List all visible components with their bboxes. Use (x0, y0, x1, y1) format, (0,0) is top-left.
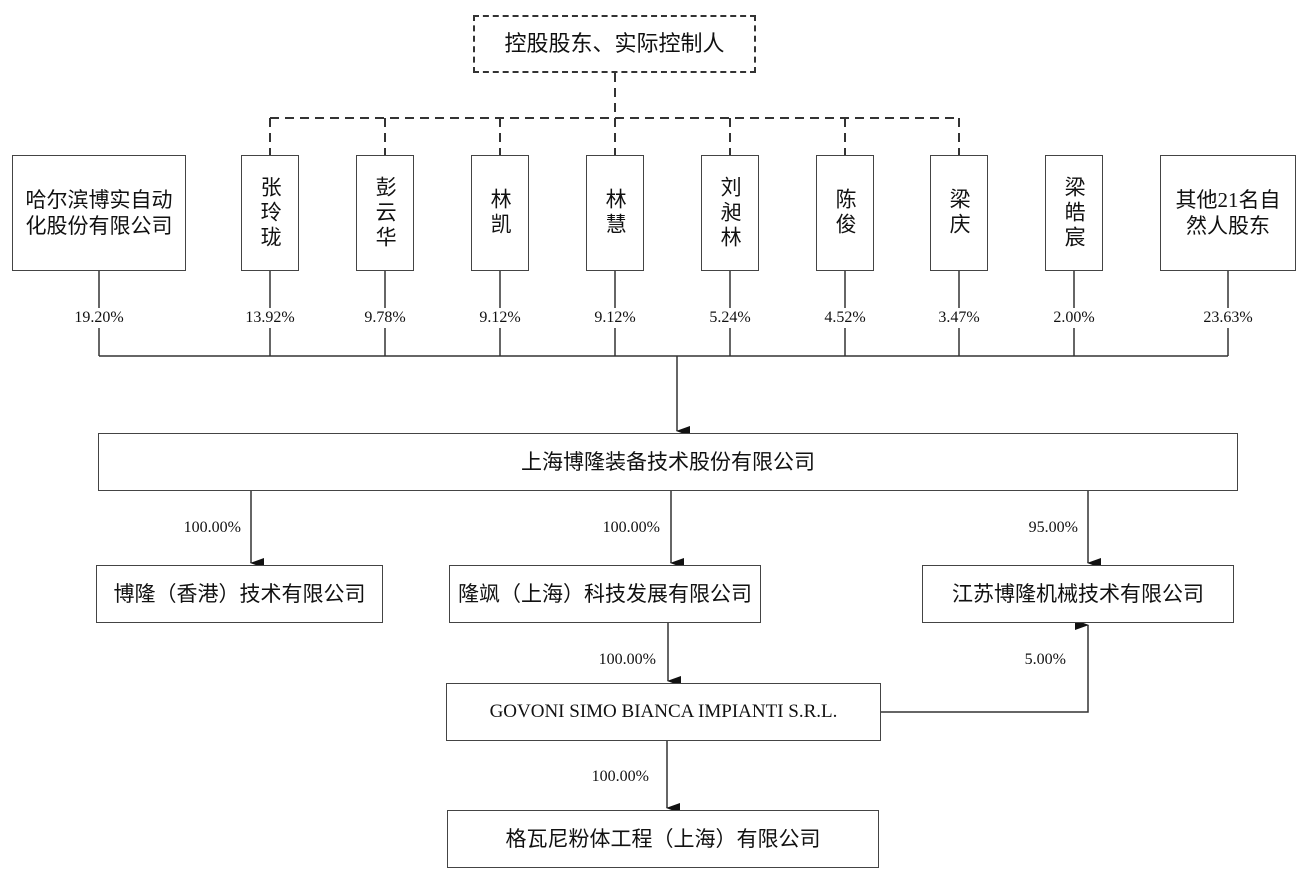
gewani-pct: 100.00% (589, 768, 651, 786)
shareholder-pct: 9.78% (362, 309, 408, 327)
govoni-to-jiangsu-pct: 5.00% (1022, 651, 1068, 669)
gewani-name: 格瓦尼粉体工程（上海）有限公司 (505, 826, 821, 851)
shareholder-pct: 23.63% (1201, 309, 1255, 327)
subsidiary-name: 江苏博隆机械技术有限公司 (952, 581, 1204, 606)
shareholder-name: 张玲珑 (258, 175, 283, 251)
controller-box: 控股股东、实际控制人 (473, 15, 756, 73)
gewani-box: 格瓦尼粉体工程（上海）有限公司 (447, 810, 879, 868)
subsidiary-name: 博隆（香港）技术有限公司 (113, 581, 366, 606)
subsidiary-box-jiangsu-bolong: 江苏博隆机械技术有限公司 (922, 565, 1234, 623)
shareholder-pct: 19.20% (72, 309, 126, 327)
shareholder-name: 哈尔滨博实自动化股份有限公司 (25, 187, 173, 238)
shareholder-pct: 3.47% (936, 309, 982, 327)
subsidiary-pct-longsa-sh: 100.00% (600, 519, 662, 537)
shareholder-pct: 4.52% (822, 309, 868, 327)
shareholder-name: 其他21名自然人股东 (1175, 187, 1281, 238)
shareholder-box-lin-kai: 林凯 (471, 155, 529, 271)
shareholder-box-other-21: 其他21名自然人股东 (1160, 155, 1296, 271)
shareholder-box-liu-chanlin: 刘昶林 (701, 155, 759, 271)
shareholder-box-lin-hui: 林慧 (586, 155, 644, 271)
shareholder-name: 梁皓宸 (1062, 175, 1087, 251)
govoni-name: GOVONI SIMO BIANCA IMPIANTI S.R.L. (489, 701, 838, 723)
shareholder-name: 刘昶林 (718, 175, 743, 251)
subsidiary-box-longsa-sh: 隆飒（上海）科技发展有限公司 (449, 565, 761, 623)
shareholder-pct: 9.12% (592, 309, 638, 327)
shareholder-box-zhang-linglong: 张玲珑 (241, 155, 299, 271)
shareholder-name: 彭云华 (373, 175, 398, 251)
shareholder-pct: 9.12% (477, 309, 523, 327)
shareholder-box-peng-yunhua: 彭云华 (356, 155, 414, 271)
shareholder-pct: 13.92% (243, 309, 297, 327)
subsidiary-name: 隆飒（上海）科技发展有限公司 (458, 581, 752, 606)
shareholder-box-chen-jun: 陈俊 (816, 155, 874, 271)
shareholder-name: 林慧 (603, 188, 628, 238)
shareholder-name: 林凯 (488, 188, 513, 238)
shareholder-box-harbin-boshi: 哈尔滨博实自动化股份有限公司 (12, 155, 186, 271)
govoni-to-jiangsu-arrow (881, 620, 1089, 713)
subsidiary-box-bolong-hk: 博隆（香港）技术有限公司 (96, 565, 383, 623)
controller-label: 控股股东、实际控制人 (504, 31, 725, 57)
govoni-box: GOVONI SIMO BIANCA IMPIANTI S.R.L. (446, 683, 881, 741)
company-name: 上海博隆装备技术股份有限公司 (521, 449, 815, 474)
shareholder-box-liang-qing: 梁庆 (930, 155, 988, 271)
shareholder-name: 梁庆 (947, 188, 972, 238)
shareholder-pct: 2.00% (1051, 309, 1097, 327)
shareholder-name: 陈俊 (833, 188, 858, 238)
subsidiary-pct-jiangsu-bolong: 95.00% (1026, 519, 1080, 537)
shareholder-box-liang-haochen: 梁皓宸 (1045, 155, 1103, 271)
company-box: 上海博隆装备技术股份有限公司 (98, 433, 1238, 491)
shareholder-pct: 5.24% (707, 309, 753, 327)
govoni-pct: 100.00% (596, 651, 658, 669)
subsidiary-pct-bolong-hk: 100.00% (181, 519, 243, 537)
